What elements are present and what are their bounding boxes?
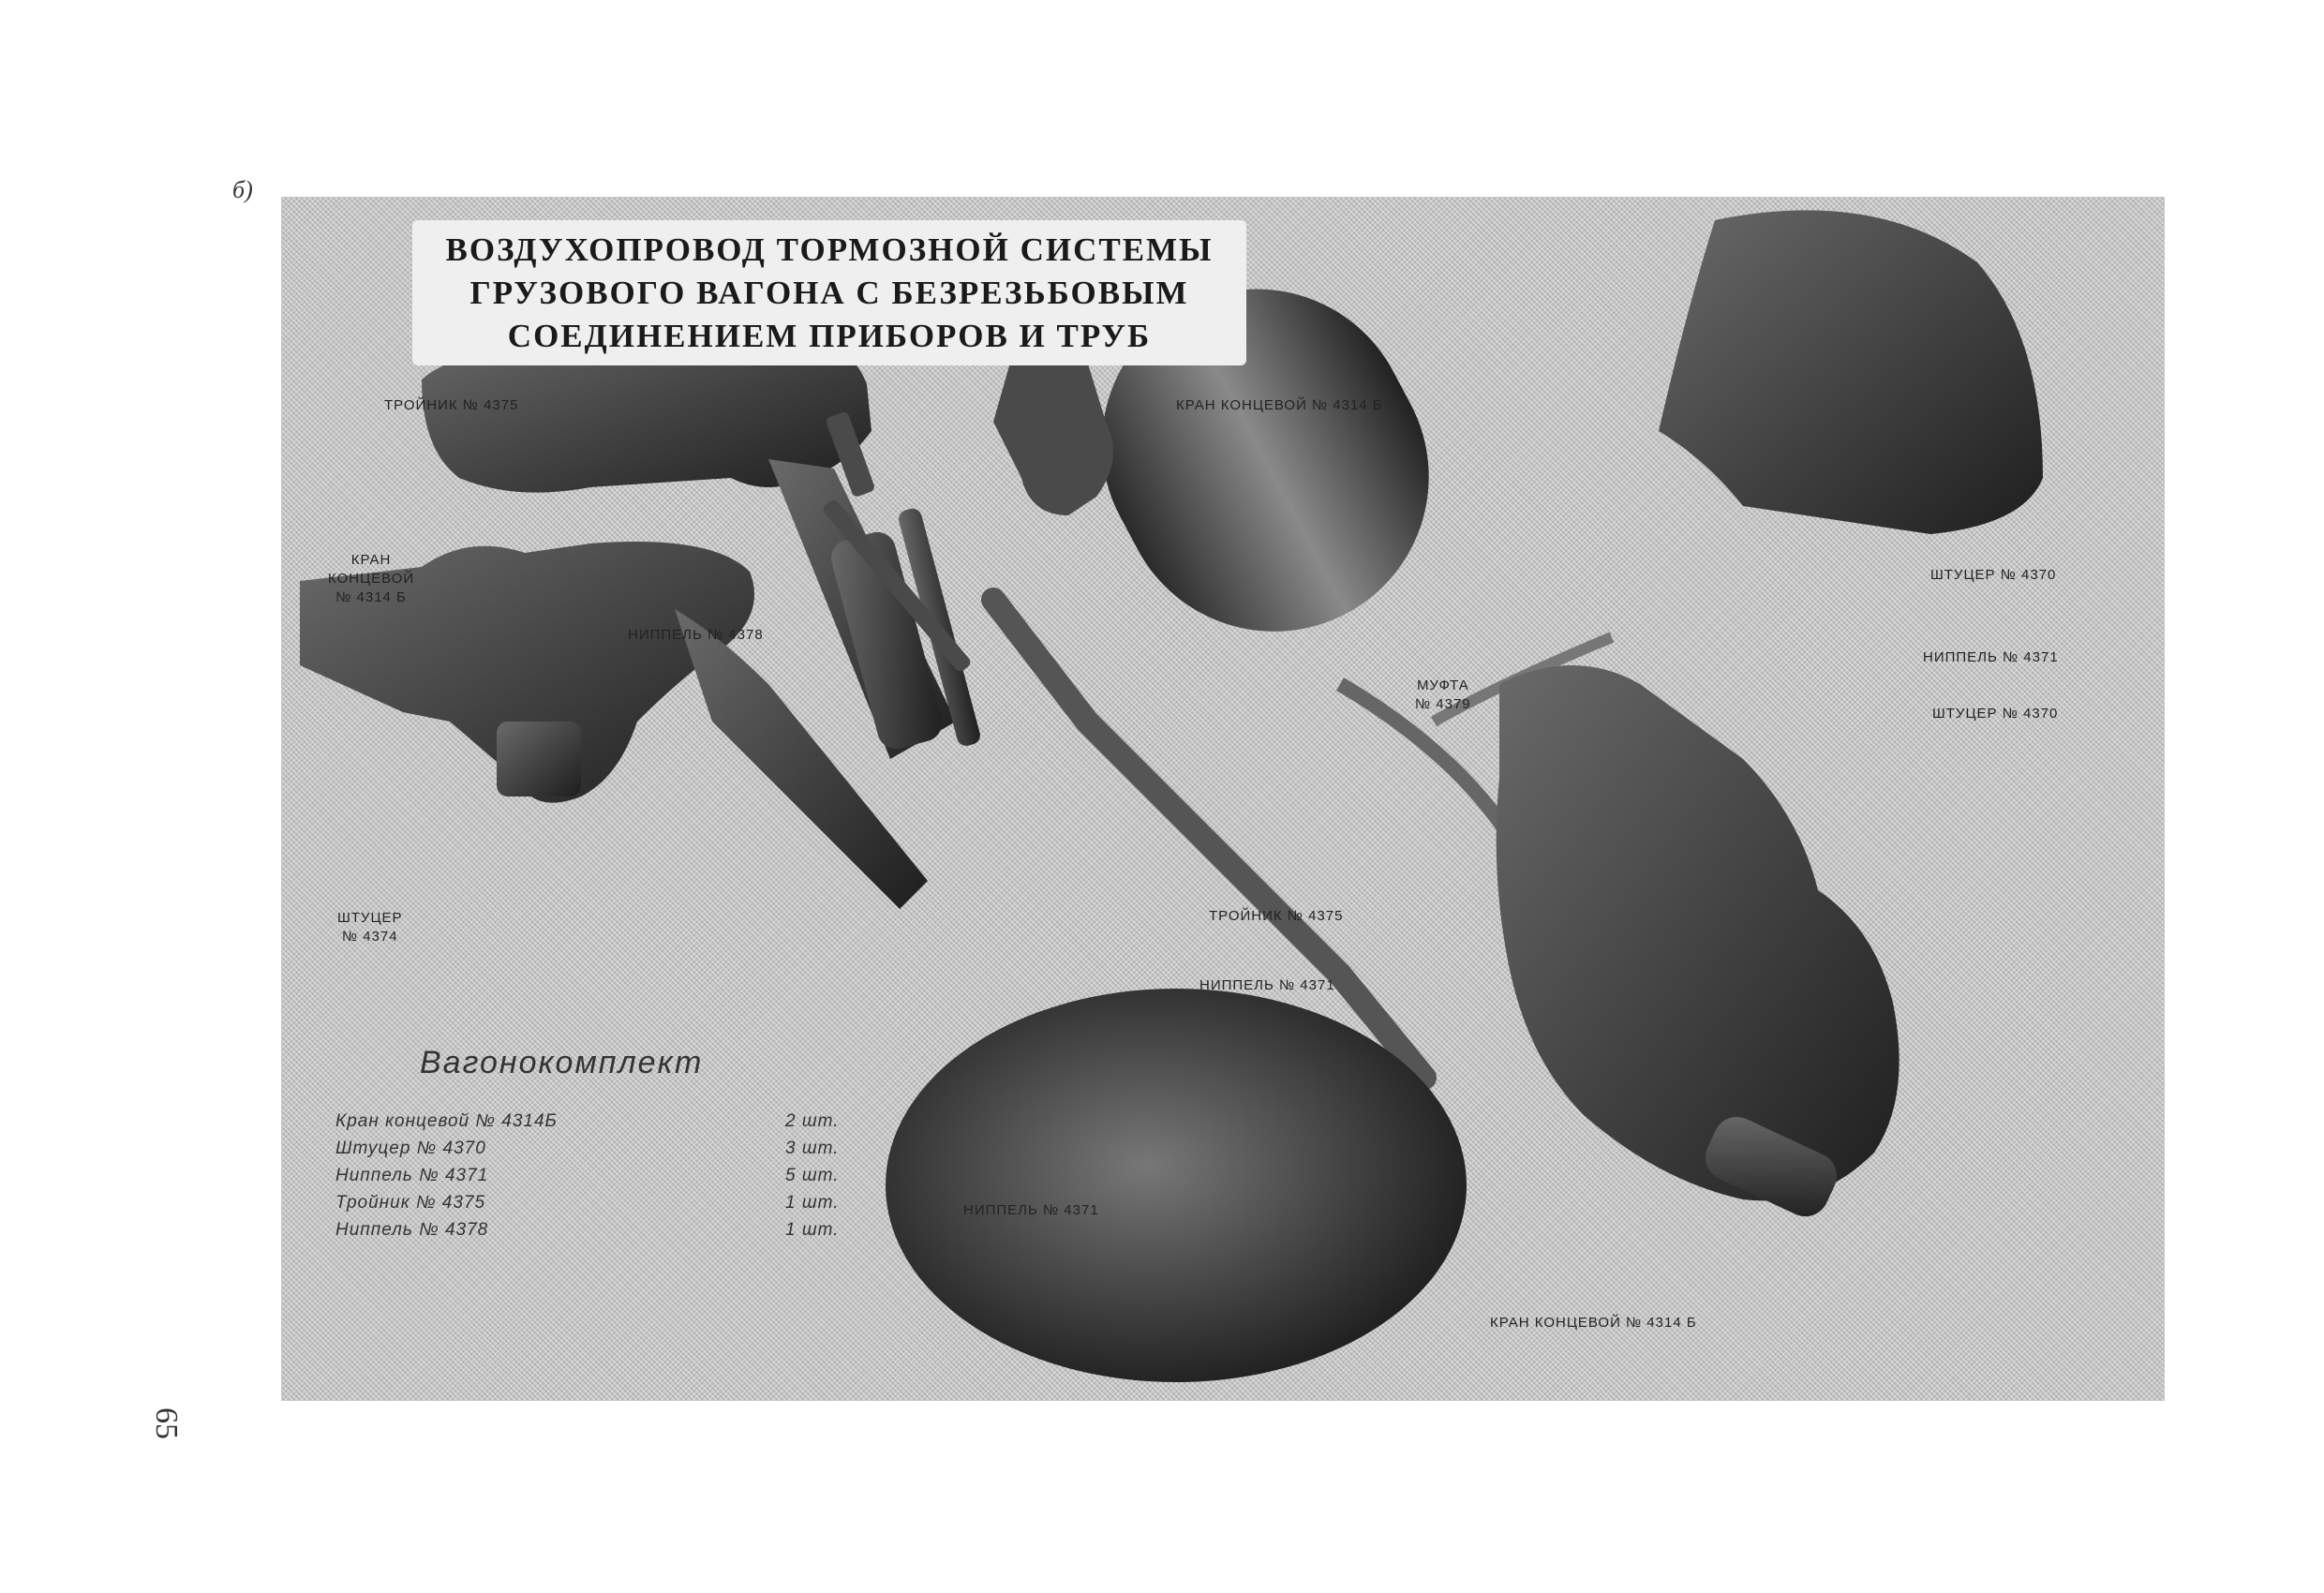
label-line: МУФТА — [1416, 677, 1469, 693]
label-kran-koncevoy-top: КРАН КОНЦЕВОЙ № 4314 Б — [1176, 397, 1383, 413]
label-line: КРАН — [350, 552, 392, 568]
kit-item-name: Ниппель № 4378 — [335, 1219, 489, 1240]
kit-item-name: Кран концевой № 4314Б — [335, 1110, 558, 1131]
title-line-3: СОЕДИНЕНИЕМ ПРИБОРОВ И ТРУБ — [507, 317, 1152, 354]
kit-row: Ниппель № 4371 5 шт. — [335, 1162, 898, 1189]
kit-title: Вагонокомплект — [420, 1045, 704, 1080]
angle-valve-left — [300, 542, 928, 909]
label-nippel-4378: НИППЕЛЬ № 4378 — [628, 627, 764, 643]
kit-item-qty: 1 шт. — [785, 1192, 840, 1213]
brake-pipe — [981, 588, 1437, 1090]
label-line: КОНЦЕВОЙ — [328, 571, 415, 587]
label-line: № 4374 — [341, 929, 398, 945]
kit-row: Штуцер № 4370 3 шт. — [335, 1135, 898, 1162]
label-line: ШТУЦЕР — [337, 910, 403, 926]
label-shtucer-4370-mid: ШТУЦЕР № 4370 — [1932, 706, 2059, 722]
title-line-2: ГРУЗОВОГО ВАГОНА С БЕЗРЕЗЬБОВЫМ — [469, 274, 1189, 311]
title-line-1: ВОЗДУХОПРОВОД ТОРМОЗНОЙ СИСТЕМЫ — [445, 231, 1214, 268]
label-troynik-4375-top: ТРОЙНИК № 4375 — [384, 397, 519, 413]
figure-photo-panel: ВОЗДУХОПРОВОД ТОРМОЗНОЙ СИСТЕМЫ ГРУЗОВОГ… — [281, 197, 2165, 1401]
label-kran-koncevoy-bottom: КРАН КОНЦЕВОЙ № 4314 Б — [1490, 1315, 1697, 1331]
kit-item-name: Ниппель № 4371 — [335, 1165, 489, 1185]
kit-item-name: Тройник № 4375 — [335, 1192, 486, 1213]
kit-item-qty: 5 шт. — [785, 1165, 840, 1185]
title-box: ВОЗДУХОПРОВОД ТОРМОЗНОЙ СИСТЕМЫ ГРУЗОВОГ… — [412, 220, 1246, 365]
label-mufta-4379: МУФТА № 4379 — [1415, 677, 1471, 714]
label-line: № 4314 Б — [335, 589, 407, 605]
top-right-cover — [1659, 210, 2043, 534]
kit-table: Кран концевой № 4314Б 2 шт. Штуцер № 437… — [335, 1108, 898, 1243]
label-shtucer-4370-top: ШТУЦЕР № 4370 — [1930, 567, 2057, 583]
label-nippel-4371-right: НИППЕЛЬ № 4371 — [1923, 649, 2059, 665]
reservoir-cylinder — [1101, 289, 1429, 632]
kit-item-name: Штуцер № 4370 — [335, 1138, 486, 1158]
angle-valve-bottom-right — [1496, 665, 1899, 1217]
kit-item-qty: 2 шт. — [785, 1110, 840, 1131]
bottom-disc-cover — [886, 989, 1467, 1382]
kit-row: Кран концевой № 4314Б 2 шт. — [335, 1108, 898, 1135]
panel-letter: б) — [232, 176, 253, 203]
kit-row: Ниппель № 4378 1 шт. — [335, 1216, 898, 1243]
label-shtucer-4374: ШТУЦЕР № 4374 — [337, 909, 403, 946]
label-nippel-4371-bottom: НИППЕЛЬ № 4371 — [963, 1202, 1099, 1218]
label-kran-koncevoy-left: КРАН КОНЦЕВОЙ № 4314 Б — [328, 551, 414, 607]
label-line: № 4379 — [1415, 696, 1471, 712]
label-troynik-4375-mid: ТРОЙНИК № 4375 — [1209, 908, 1344, 924]
angle-valve-top — [422, 328, 980, 759]
parts-photo — [300, 210, 2043, 1382]
label-nippel-4371-mid: НИППЕЛЬ № 4371 — [1199, 977, 1335, 993]
fittings-center — [823, 348, 1113, 672]
page-number: 65 — [149, 1407, 184, 1439]
kit-row: Тройник № 4375 1 шт. — [335, 1189, 898, 1216]
kit-item-qty: 1 шт. — [785, 1219, 840, 1240]
kit-item-qty: 3 шт. — [785, 1138, 840, 1158]
